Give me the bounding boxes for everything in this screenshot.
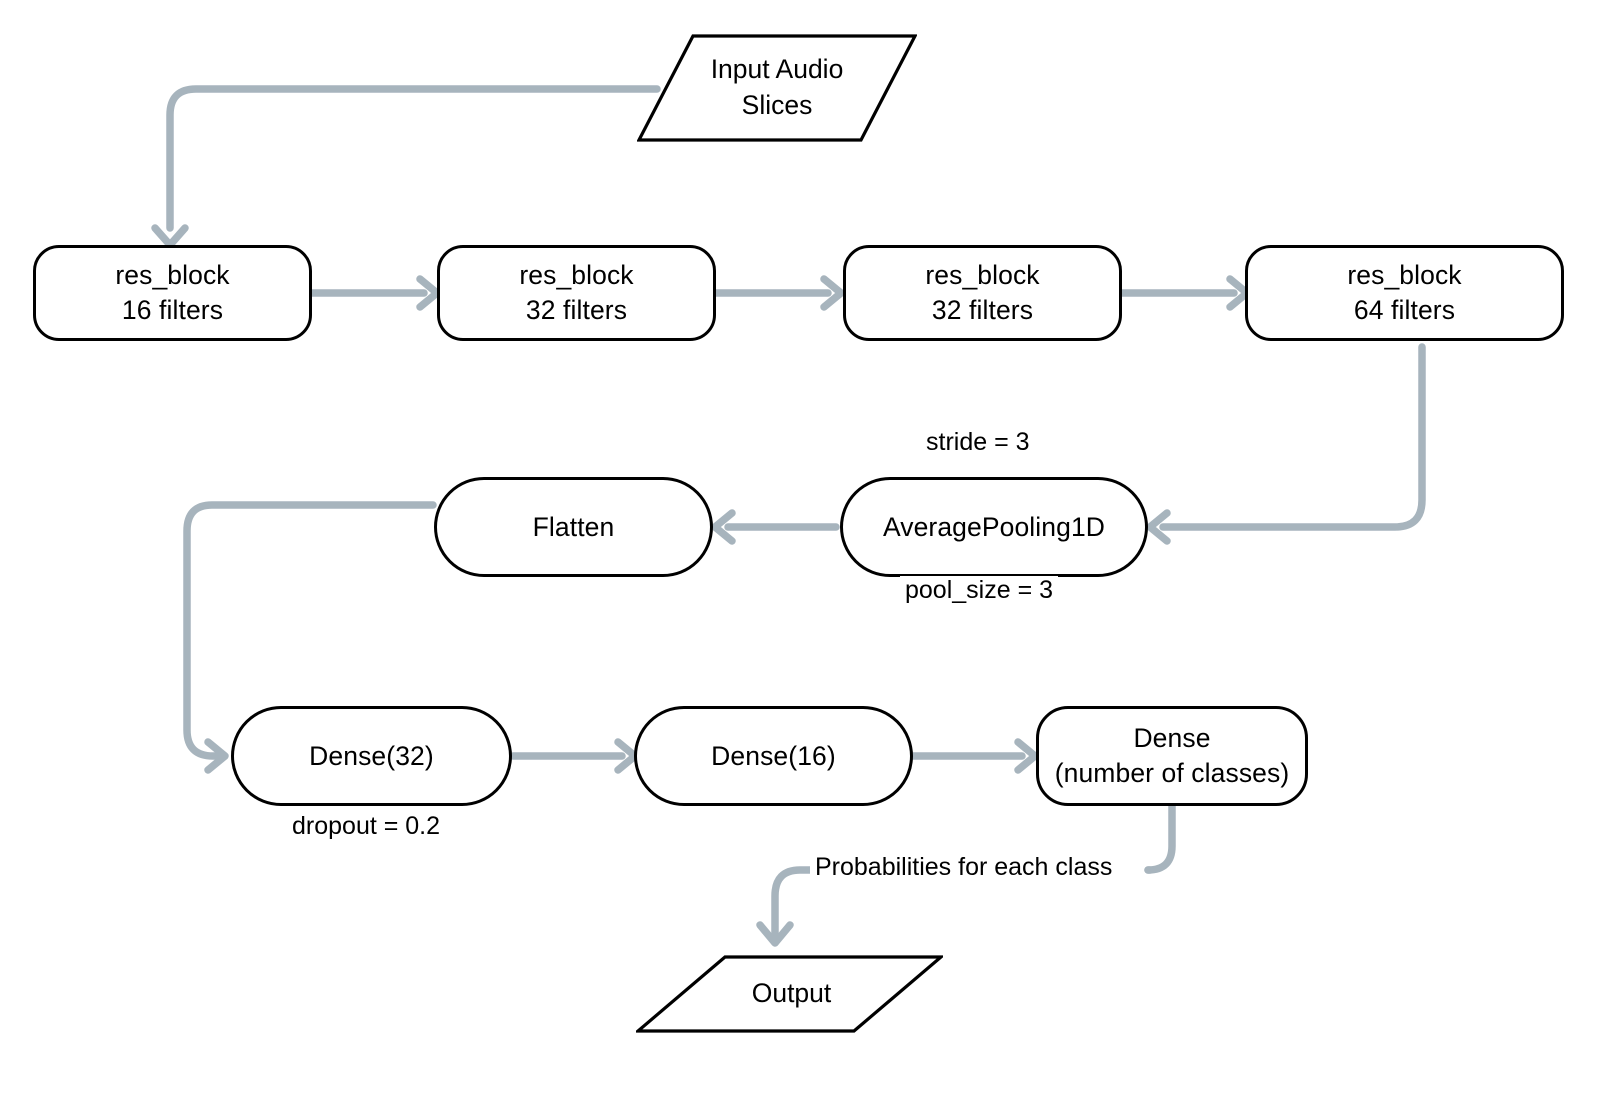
node-label-line2: 32 filters xyxy=(525,295,628,325)
node-flatten-label: Flatten xyxy=(533,510,615,545)
node-dense-16[interactable]: Dense(16) xyxy=(634,706,913,806)
node-label-line1: Dense xyxy=(1133,723,1211,754)
edge-label-dropout: dropout = 0.2 xyxy=(287,812,446,841)
edge-resblock1-to-resblock2 xyxy=(308,275,441,311)
node-label-line1: Dense(32) xyxy=(309,740,434,771)
node-dense-number-of-classes[interactable]: Dense (number of classes) xyxy=(1036,706,1308,806)
edge-label-stride: stride = 3 xyxy=(921,428,1035,457)
node-res-block-64-label: res_block 64 filters xyxy=(1347,258,1461,328)
node-dense-32[interactable]: Dense(32) xyxy=(231,706,512,806)
node-input-audio-slices[interactable]: Input Audio Slices xyxy=(637,34,917,142)
node-output-label: Output xyxy=(752,976,832,1012)
node-label-line2: (number of classes) xyxy=(1054,758,1290,788)
node-flatten[interactable]: Flatten xyxy=(434,477,713,577)
node-label-line2: 16 filters xyxy=(121,295,224,325)
node-label-line1: Flatten xyxy=(532,511,615,542)
node-average-pooling-1d-label: AveragePooling1D xyxy=(883,510,1105,545)
node-input-audio-slices-label: Input Audio Slices xyxy=(711,52,844,124)
edge-label-pool-size: pool_size = 3 xyxy=(900,576,1059,605)
node-res-block-32-a[interactable]: res_block 32 filters xyxy=(437,245,716,341)
node-res-block-16[interactable]: res_block 16 filters xyxy=(33,245,312,341)
edge-resblock3-to-resblock4 xyxy=(1118,275,1251,311)
node-label-line2: Slices xyxy=(741,90,813,120)
parallelogram-shape-output xyxy=(636,955,943,1033)
node-res-block-16-label: res_block 16 filters xyxy=(115,258,229,328)
node-label-line1: res_block xyxy=(1347,260,1462,291)
node-average-pooling-1d[interactable]: AveragePooling1D xyxy=(840,477,1148,577)
node-label-line1: Input Audio xyxy=(710,54,844,85)
node-res-block-32-b[interactable]: res_block 32 filters xyxy=(843,245,1122,341)
node-res-block-32-a-label: res_block 32 filters xyxy=(519,258,633,328)
node-label-line1: Output xyxy=(751,978,832,1009)
edge-dense32-to-dense16 xyxy=(509,738,639,774)
node-dense-number-of-classes-label: Dense (number of classes) xyxy=(1055,721,1290,791)
node-label-line1: res_block xyxy=(519,260,634,291)
edge-input-to-resblock1 xyxy=(151,85,661,249)
edge-label-probabilities: Probabilities for each class xyxy=(810,853,1118,882)
node-output[interactable]: Output xyxy=(636,955,943,1033)
node-dense-32-label: Dense(32) xyxy=(309,739,434,774)
node-label-line1: res_block xyxy=(925,260,1040,291)
node-label-line1: AveragePooling1D xyxy=(882,511,1106,542)
node-label-line1: Dense(16) xyxy=(711,740,836,771)
edge-dense16-to-denseclasses xyxy=(908,738,1039,774)
node-res-block-32-b-label: res_block 32 filters xyxy=(925,258,1039,328)
edge-resblock4-to-avgpool xyxy=(1146,343,1426,545)
node-label-line2: 32 filters xyxy=(931,295,1034,325)
edge-resblock2-to-resblock3 xyxy=(712,275,845,311)
node-res-block-64[interactable]: res_block 64 filters xyxy=(1245,245,1564,341)
edge-avgpool-to-flatten xyxy=(711,509,840,545)
node-label-line2: 64 filters xyxy=(1353,295,1456,325)
node-label-line1: res_block xyxy=(115,260,230,291)
node-dense-16-label: Dense(16) xyxy=(711,739,836,774)
